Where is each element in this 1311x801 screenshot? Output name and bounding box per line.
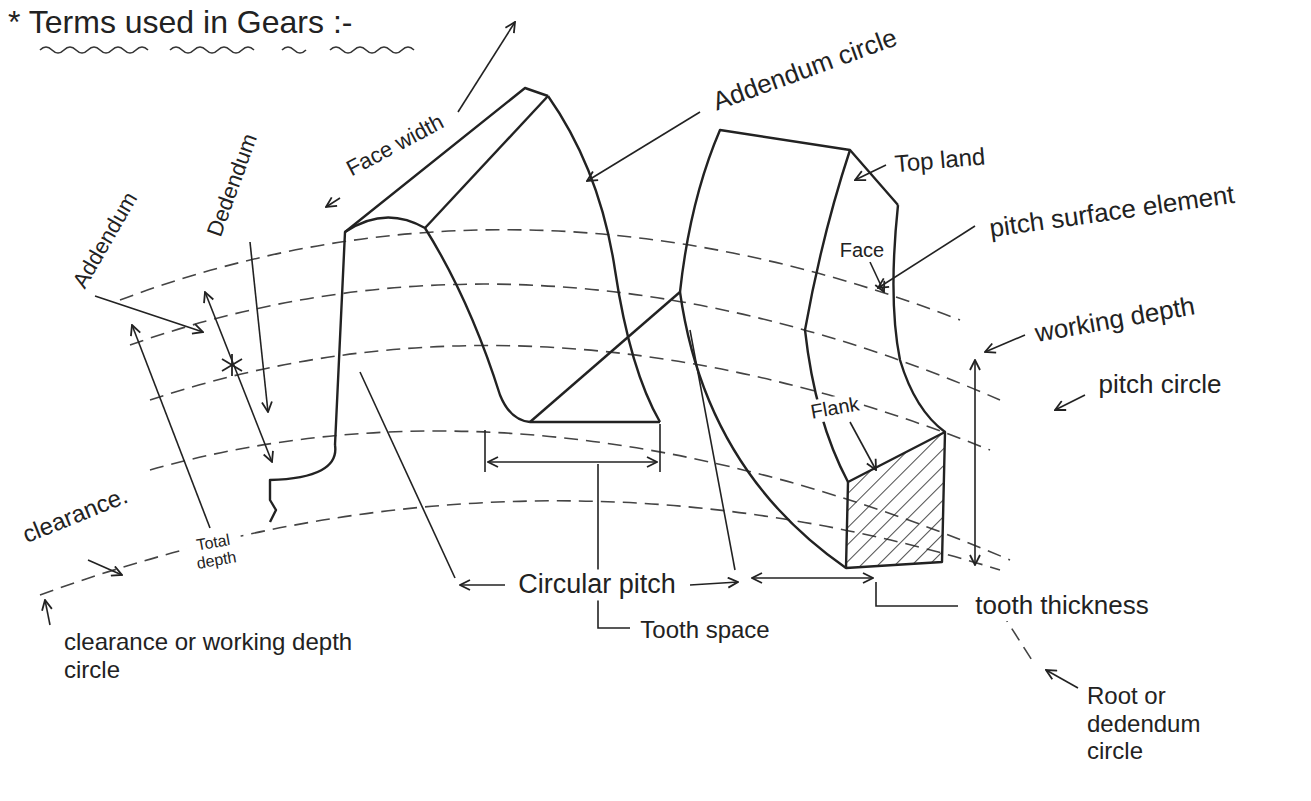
title-underline [40, 47, 414, 53]
asterisk-mark [222, 354, 242, 376]
part-label: clearance. [17, 481, 134, 550]
part-label: Total depth [184, 529, 246, 575]
part-label: Addendum circle [707, 22, 903, 118]
part-label: working depth [1031, 291, 1200, 349]
gear-teeth [270, 88, 945, 568]
part-label: Face [838, 239, 886, 262]
part-label: Dedendum [201, 128, 263, 242]
part-label: Flank [807, 392, 863, 424]
page-title: * Terms used in Gears :- [8, 4, 352, 41]
part-label: clearance or working depth circle [62, 628, 396, 683]
part-label: tooth thickness [973, 591, 1150, 621]
gear-circles [40, 230, 1035, 665]
part-label: pitch circle [1097, 370, 1224, 400]
part-label: pitch surface element [986, 180, 1239, 245]
leader-lines [45, 22, 1085, 688]
part-label: Top land [892, 142, 989, 178]
part-label: Root or dedendum circle [1085, 682, 1249, 765]
part-label: Circular pitch [516, 569, 678, 600]
part-label: Face width [340, 108, 449, 182]
part-label: Addendum [66, 186, 143, 294]
part-label: Tooth space [638, 616, 771, 644]
